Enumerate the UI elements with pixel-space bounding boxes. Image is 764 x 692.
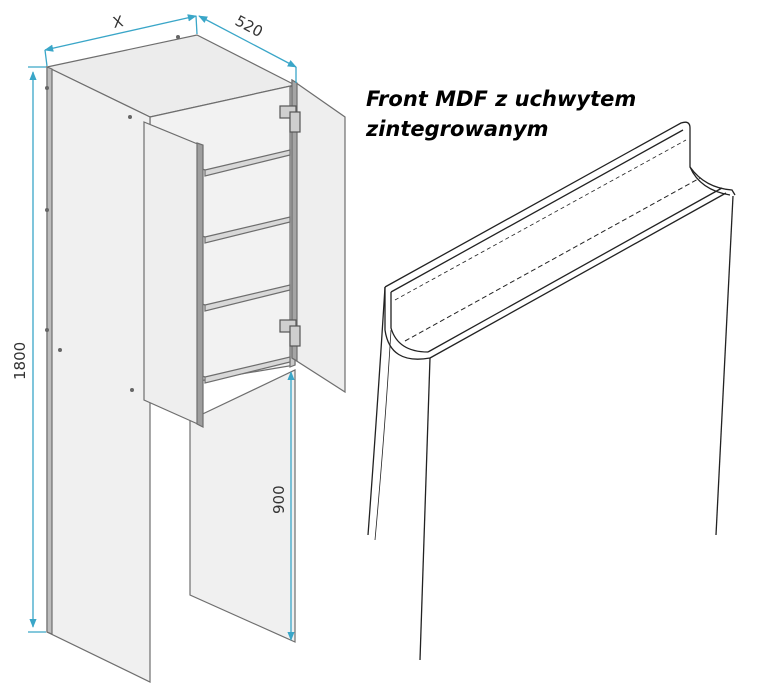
- hinge-bottom: [279, 319, 301, 347]
- shelf-3: [204, 284, 291, 312]
- front-face-right-edge: [715, 195, 734, 536]
- lower-height-label: 900: [270, 485, 288, 514]
- shelf-4: [204, 356, 291, 384]
- shelf-2: [204, 216, 291, 244]
- width-label: X: [111, 12, 125, 32]
- caption-line-2: zintegrowanym: [366, 117, 549, 141]
- height-label: 1800: [11, 342, 29, 380]
- cabinet: [45, 34, 346, 683]
- dimension-lines: [28, 14, 297, 641]
- depth-dimension-line: [198, 15, 297, 68]
- cabinet-left-side: [46, 66, 151, 683]
- mdf-front-profile: [367, 121, 736, 661]
- caption-line-1: Front MDF z uchwytem: [366, 87, 637, 111]
- handle-groove-left: [384, 287, 431, 360]
- front-face-left-edge: [419, 357, 431, 661]
- left-door: [143, 121, 201, 426]
- cabinet-lower-right-side: [189, 369, 296, 643]
- hinge-top: [279, 105, 301, 133]
- shelf-1: [204, 149, 291, 177]
- handle-groove-dashed-line: [404, 177, 701, 342]
- width-dimension-line: [44, 14, 197, 52]
- profile-caption: Front MDF z uchwytem zintegrowanym: [366, 84, 746, 144]
- front-left-edge: [367, 286, 386, 536]
- handle-lip-outer: [384, 121, 731, 288]
